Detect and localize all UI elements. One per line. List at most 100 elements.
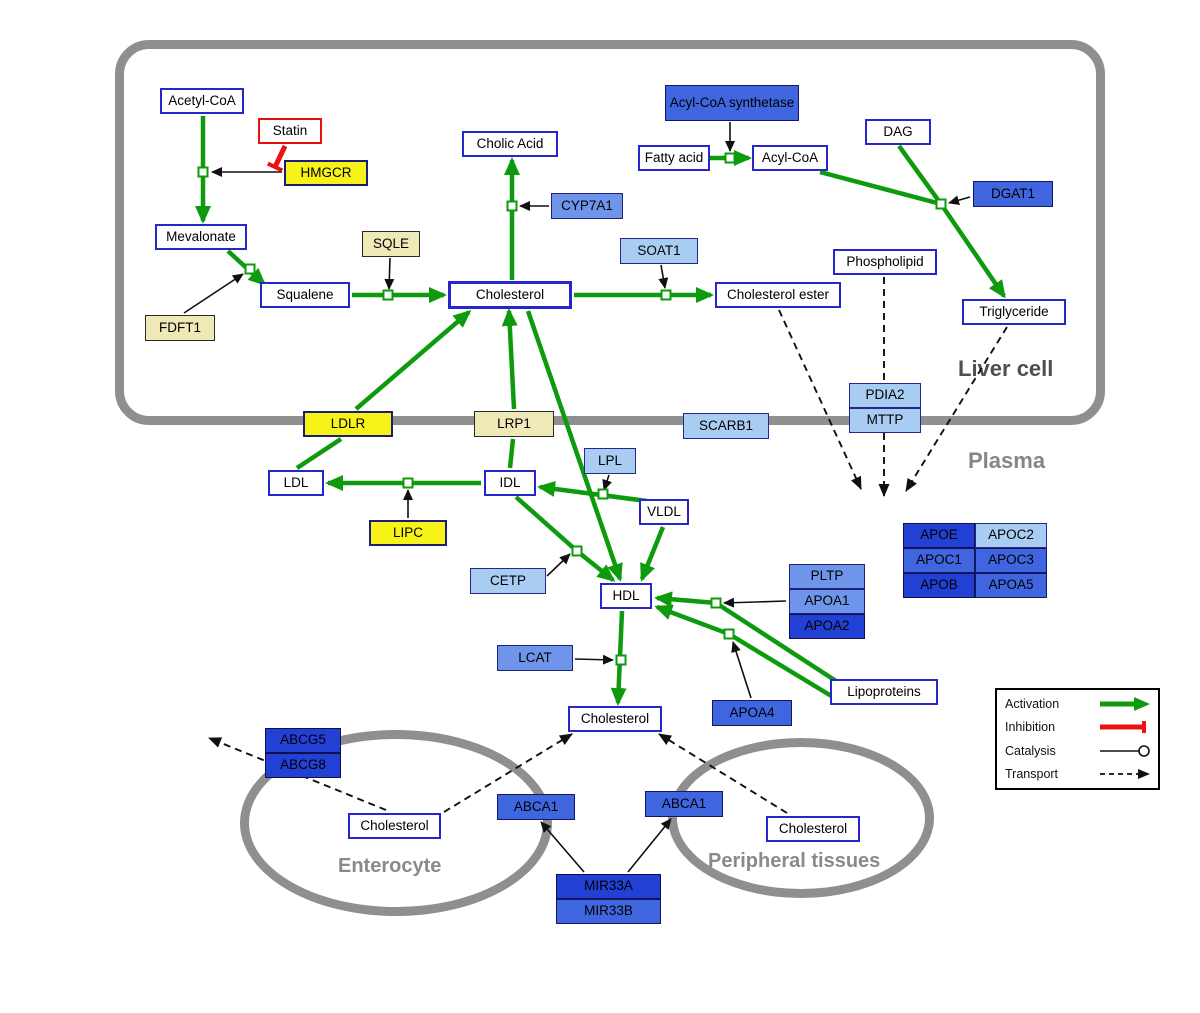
- node-cholesterol_ester[interactable]: Cholesterol ester: [715, 282, 841, 308]
- node-lpl[interactable]: LPL: [584, 448, 636, 474]
- node-ldlr[interactable]: LDLR: [303, 411, 393, 437]
- node-apoc3[interactable]: APOC3: [975, 548, 1047, 573]
- node-cholesterol_peripheral[interactable]: Cholesterol: [766, 816, 860, 842]
- node-apoa5[interactable]: APOA5: [975, 573, 1047, 598]
- edge-activation-vldl-to-hdl: [639, 526, 666, 582]
- node-phospholipid[interactable]: Phospholipid: [833, 249, 937, 275]
- node-acetyl_coa[interactable]: Acetyl-CoA: [160, 88, 244, 114]
- node-fatty_acid[interactable]: Fatty acid: [638, 145, 710, 171]
- node-apoa1[interactable]: APOA1: [789, 589, 865, 614]
- reaction-node: [724, 152, 736, 164]
- legend-activation-label: Activation: [1005, 697, 1060, 711]
- edge-activation-ldl-to-ldlr: [295, 437, 343, 470]
- node-squalene[interactable]: Squalene: [260, 282, 350, 308]
- reaction-node: [197, 166, 209, 178]
- edge-catalysis-mir33-to-abca1_right: [627, 818, 672, 873]
- node-apoa4[interactable]: APOA4: [712, 700, 792, 726]
- node-apoa2[interactable]: APOA2: [789, 614, 865, 639]
- node-pdia2[interactable]: PDIA2: [849, 383, 921, 408]
- node-hmgcr[interactable]: HMGCR: [284, 160, 368, 186]
- node-mir33a[interactable]: MIR33A: [556, 874, 661, 899]
- node-cetp[interactable]: CETP: [470, 568, 546, 594]
- node-lipoproteins[interactable]: Lipoproteins: [830, 679, 938, 705]
- node-cholesterol_liver[interactable]: Cholesterol: [448, 281, 572, 309]
- node-apoc2[interactable]: APOC2: [975, 523, 1047, 548]
- reaction-node: [382, 289, 394, 301]
- node-acyl_coa[interactable]: Acyl-CoA: [752, 145, 828, 171]
- transport-dashed-arrow-icon: [1100, 768, 1150, 779]
- legend-row-transport: Transport: [1005, 767, 1150, 781]
- legend-row-inhibition: Inhibition: [1005, 720, 1150, 734]
- plasma-label: Plasma: [968, 448, 1046, 473]
- node-abcg5[interactable]: ABCG5: [265, 728, 341, 753]
- node-dgat1[interactable]: DGAT1: [973, 181, 1053, 207]
- node-cyp7a1[interactable]: CYP7A1: [551, 193, 623, 219]
- edge-transport-cholesterol_peripheral-to-cholesterol_plasma: [658, 733, 788, 814]
- activation-arrow-icon: [1100, 697, 1150, 711]
- reaction-node: [597, 488, 609, 500]
- legend-row-catalysis: Catalysis: [1005, 744, 1150, 758]
- edge-transport-cholesterol_enterocyte-to-cholesterol_plasma: [443, 733, 573, 813]
- inhibition-tbar-icon: [1100, 721, 1146, 734]
- edge-activation-dag-to-dgat1_reaction: [897, 144, 943, 206]
- edge-catalysis-soat1-to-reaction: [658, 264, 669, 289]
- node-idl[interactable]: IDL: [484, 470, 536, 496]
- edge-catalysis-apoa4-to-reaction: [731, 641, 752, 699]
- node-abca1_right[interactable]: ABCA1: [645, 791, 723, 817]
- node-cholesterol_enterocyte[interactable]: Cholesterol: [348, 813, 441, 839]
- node-lipc[interactable]: LIPC: [369, 520, 447, 546]
- edge-catalysis-cetp-to-reaction: [546, 553, 571, 577]
- node-cholic_acid[interactable]: Cholic Acid: [462, 131, 558, 157]
- node-lrp1[interactable]: LRP1: [474, 411, 554, 437]
- edge-activation-idl-to-lrp1: [507, 438, 516, 469]
- legend-row-activation: Activation: [1005, 697, 1150, 711]
- edge-activation-lrp1-to-cholesterol_liver: [501, 308, 518, 410]
- node-mir33b[interactable]: MIR33B: [556, 899, 661, 924]
- node-mevalonate[interactable]: Mevalonate: [155, 224, 247, 250]
- node-apoe[interactable]: APOE: [903, 523, 975, 548]
- reaction-node: [660, 289, 672, 301]
- edge-activation-cholesterol_liver-to-hdl: [525, 310, 623, 582]
- node-apoc1[interactable]: APOC1: [903, 548, 975, 573]
- node-hdl[interactable]: HDL: [600, 583, 652, 609]
- reaction-node: [615, 654, 627, 666]
- legend-catalysis-label: Catalysis: [1005, 743, 1056, 758]
- node-abca1_left[interactable]: ABCA1: [497, 794, 575, 820]
- node-cholesterol_plasma[interactable]: Cholesterol: [568, 706, 662, 732]
- legend-box: Activation Inhibition Catalysis Transpor…: [995, 688, 1160, 790]
- reaction-node: [571, 545, 583, 557]
- reaction-node: [935, 198, 947, 210]
- peripheral-tissues-label: Peripheral tissues: [708, 850, 881, 872]
- node-triglyceride[interactable]: Triglyceride: [962, 299, 1066, 325]
- edge-activation-acyl_coa-to-dgat1_reaction: [819, 169, 942, 207]
- edge-catalysis-apoa_complex-to-reaction: [723, 597, 787, 608]
- enterocyte-label: Enterocyte: [338, 855, 442, 877]
- edge-catalysis-lpl-to-reaction: [602, 474, 612, 491]
- node-dag[interactable]: DAG: [865, 119, 931, 145]
- node-acyl_coa_synthetase[interactable]: Acyl-CoA synthetase: [665, 85, 799, 121]
- edge-catalysis-fdft1-to-reaction: [183, 273, 244, 314]
- node-mttp[interactable]: MTTP: [849, 408, 921, 433]
- node-sqle[interactable]: SQLE: [362, 231, 420, 257]
- edge-catalysis-sqle-to-reaction: [384, 257, 395, 290]
- liver-cell-compartment: [115, 40, 1105, 425]
- node-pltp[interactable]: PLTP: [789, 564, 865, 589]
- edge-activation-vldl-to-idl: [537, 481, 648, 504]
- node-vldl[interactable]: VLDL: [639, 499, 689, 525]
- node-abcg8[interactable]: ABCG8: [265, 753, 341, 778]
- edge-activation-dgat1_reaction-to-triglyceride: [939, 202, 1006, 299]
- node-soat1[interactable]: SOAT1: [620, 238, 698, 264]
- reaction-node: [402, 477, 414, 489]
- node-lcat[interactable]: LCAT: [497, 645, 573, 671]
- reaction-node: [244, 263, 256, 275]
- node-scarb1[interactable]: SCARB1: [683, 413, 769, 439]
- node-statin[interactable]: Statin: [258, 118, 322, 144]
- node-apob[interactable]: APOB: [903, 573, 975, 598]
- edge-transport-cholesterol_ester-to-plasma: [778, 309, 862, 490]
- edge-catalysis-mir33-to-abca1_left: [540, 821, 585, 873]
- reaction-node: [506, 200, 518, 212]
- edge-transport-cholesterol_enterocyte-to-excretion: [208, 737, 387, 811]
- node-fdft1[interactable]: FDFT1: [145, 315, 215, 341]
- node-ldl[interactable]: LDL: [268, 470, 324, 496]
- reaction-node: [710, 597, 722, 609]
